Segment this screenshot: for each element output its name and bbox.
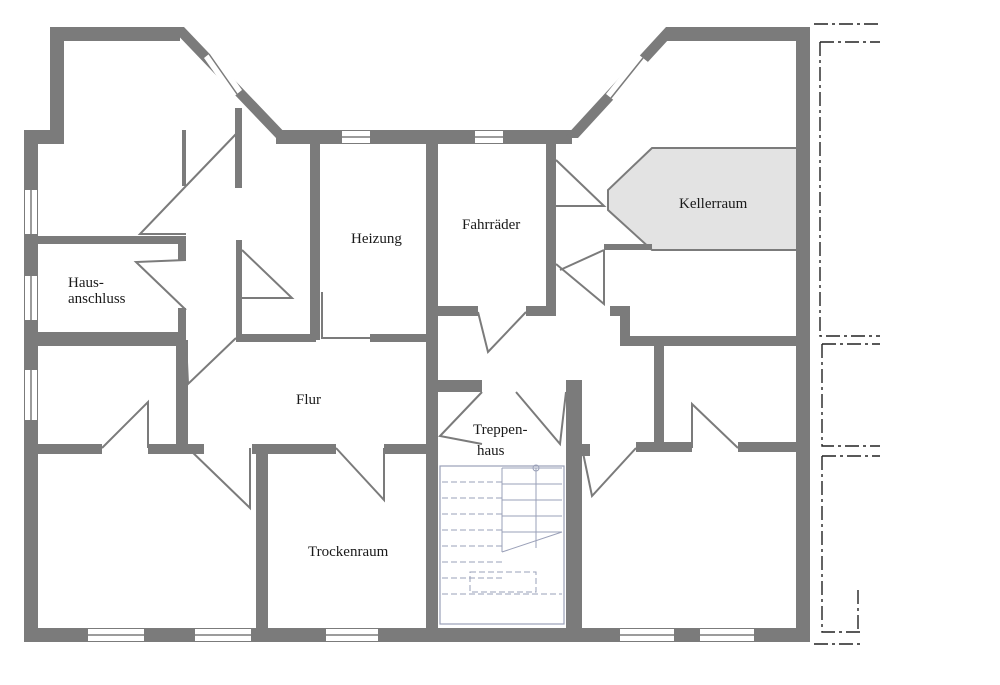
- windows: [25, 50, 754, 641]
- doors: [101, 108, 739, 511]
- label-flur: Flur: [296, 392, 321, 408]
- label-trockenraum: Trockenraum: [308, 544, 389, 560]
- label-treppenhaus-line1: Treppen-: [473, 422, 527, 438]
- label-hausanschluss-line1: Haus-: [68, 275, 104, 291]
- label-treppenhaus-line2: haus: [477, 443, 505, 459]
- interior-walls: [38, 108, 796, 628]
- label-hausanschluss-line2: anschluss: [68, 291, 126, 307]
- exterior-dashed-outline: [814, 23, 880, 645]
- staircase: [439, 464, 565, 625]
- label-kellerraum: Kellerraum: [679, 196, 748, 212]
- label-fahrraeder: Fahrräder: [462, 217, 520, 233]
- room-labels: Heizung Fahrräder Kellerraum Haus- ansch…: [68, 196, 748, 560]
- label-heizung: Heizung: [351, 231, 402, 247]
